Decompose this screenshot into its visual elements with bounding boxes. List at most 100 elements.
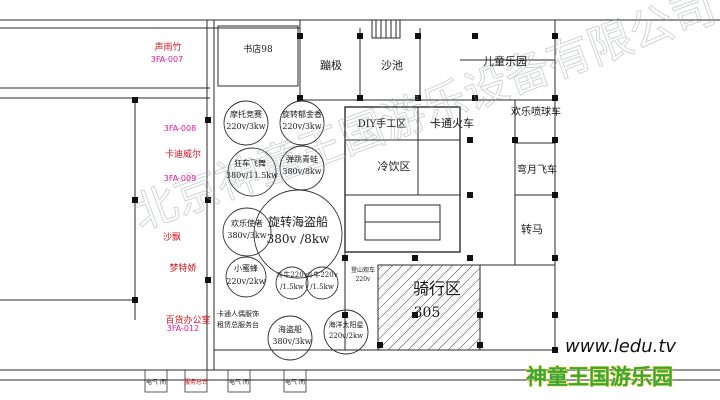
- ride-footprint: [267, 315, 313, 361]
- zone-kids-park: 儿童乐园: [483, 54, 527, 68]
- shop-shapiao: 沙飘: [163, 232, 181, 243]
- pillar: [132, 197, 138, 203]
- hatch-line: [378, 265, 404, 291]
- ride-crazy-car-name: 狂车飞舞: [234, 158, 266, 168]
- shop-code-012: 3FA-012: [167, 324, 199, 333]
- hatch-line: [378, 265, 424, 311]
- shop-kadi: 卡迪威尔: [165, 148, 201, 160]
- hatch-line: [387, 265, 474, 350]
- ride-envoy-name: 欢乐使者: [231, 218, 263, 228]
- pillar: [552, 312, 558, 318]
- website-url: www.ledu.tv: [565, 336, 676, 357]
- pillar: [552, 192, 558, 198]
- ride-spin-tower-power: 220v/3kw: [282, 122, 321, 131]
- walls: [0, 19, 720, 381]
- ride-bee-name: 小蜜蜂: [234, 263, 258, 273]
- hatch-line: [378, 265, 394, 281]
- ride-footprint: [253, 189, 343, 279]
- pillar: [342, 312, 348, 318]
- hatch-line: [437, 307, 480, 350]
- hatch-line: [378, 265, 414, 301]
- zone-riding-number: 305: [414, 305, 441, 321]
- hatch-line: [378, 265, 444, 331]
- zone-cold-drinks: 冷饮区: [378, 160, 411, 173]
- ride-footprint: [279, 100, 325, 146]
- watermark-text: 北京神童王国游乐设备有限公司: [126, 0, 720, 240]
- zone-bookstore: 书店98: [243, 43, 273, 55]
- ride-bull1-name: 斗牛220v: [276, 270, 307, 279]
- ride-pirate-boat-name: 海盗船: [278, 324, 302, 334]
- pillar: [467, 137, 473, 143]
- hatch-line: [447, 317, 480, 350]
- shop-mengtejiao: 梦特娇: [169, 262, 196, 274]
- pillar: [205, 197, 211, 203]
- ride-moto-power: 220v/3kw: [226, 122, 265, 131]
- hatch-line: [427, 297, 480, 350]
- ride-footprint: [227, 147, 277, 197]
- pillar: [467, 255, 473, 261]
- hatch-line: [417, 287, 480, 350]
- bottom-rooms: [144, 369, 307, 393]
- bottom-label-electrical-2: 电气 间: [229, 378, 249, 386]
- pillar: [472, 95, 478, 101]
- ride-bull2-power: /1.5kw: [310, 283, 334, 291]
- bottom-label-service: 服务总台: [184, 378, 208, 386]
- ride-pirate-power: 380v /8kw: [267, 232, 330, 246]
- hatch-line: [397, 267, 480, 350]
- ride-spin-tower-name: 旋转郁金香: [282, 109, 322, 119]
- shop-code-008: 3FA-008: [164, 124, 196, 133]
- ride-frog-power: 380v/8kw: [282, 167, 321, 176]
- ride-small-car-power: 220v: [356, 276, 371, 283]
- ride-footprint: [222, 207, 272, 257]
- ride-moto-name: 摩托竞赛: [230, 109, 262, 119]
- pillar: [552, 95, 558, 101]
- pillar: [415, 95, 421, 101]
- hatch-line: [378, 265, 434, 321]
- ride-bull2-name: 斗牛220v: [306, 270, 337, 279]
- service-desk-line2: 租赁总服务台: [217, 320, 259, 329]
- pillar: [357, 33, 363, 39]
- ride-crazy-car-power: 380v/11.5kw: [226, 171, 278, 180]
- ride-small-car-name: 登山观车: [351, 266, 375, 274]
- ride-envoy-power: 380v/3kw: [227, 231, 266, 240]
- pillar: [552, 255, 558, 261]
- zone-riding: 骑行区: [413, 279, 461, 298]
- shop-code-007: 3FA-007: [151, 55, 183, 64]
- hatch-line: [407, 277, 480, 350]
- ride-bee-power: 220v/2kw: [226, 277, 265, 286]
- pillar: [357, 95, 363, 101]
- zone-sandpool: 沙池: [381, 59, 403, 72]
- pillar: [297, 33, 303, 39]
- pillar: [412, 312, 418, 318]
- pillar: [342, 255, 348, 261]
- bottom-label-electrical-1: 电气 间: [146, 378, 166, 386]
- zone-carousel: 转马: [521, 222, 543, 236]
- ride-frog-name: 弹跳青蛙: [286, 154, 318, 164]
- pillar: [132, 297, 138, 303]
- ride-ocean-power: 220v/2kw: [329, 332, 363, 340]
- ride-footprint: [225, 256, 267, 298]
- ride-bull1-power: /1.5kw: [280, 283, 304, 291]
- ride-pirate-boat-power: 380v/3kw: [272, 337, 311, 346]
- shop-shengyuzhu: 声雨竹: [154, 41, 181, 53]
- ride-footprint: [323, 309, 369, 355]
- pillar: [415, 33, 421, 39]
- pillar: [412, 255, 418, 261]
- service-desk-line1: 卡通人偶服饰: [217, 309, 259, 318]
- pillar: [205, 277, 211, 283]
- pillar: [205, 117, 211, 123]
- pillar: [472, 33, 478, 39]
- shop-code-009: 3FA-009: [164, 174, 196, 183]
- pillar: [552, 33, 558, 39]
- zone-trampoline: 蹦极: [320, 58, 342, 72]
- pillar: [467, 192, 473, 198]
- zone-crescent-car: 弯月飞车: [517, 163, 557, 176]
- brand-name: 神童王国游乐园: [526, 365, 673, 389]
- zone-fountain-car: 欢乐喷球车: [511, 105, 561, 118]
- hatch-line: [467, 337, 480, 350]
- pillar: [552, 347, 558, 353]
- structural-pillars: [132, 33, 558, 353]
- shop-office: 百货办公室: [165, 314, 210, 326]
